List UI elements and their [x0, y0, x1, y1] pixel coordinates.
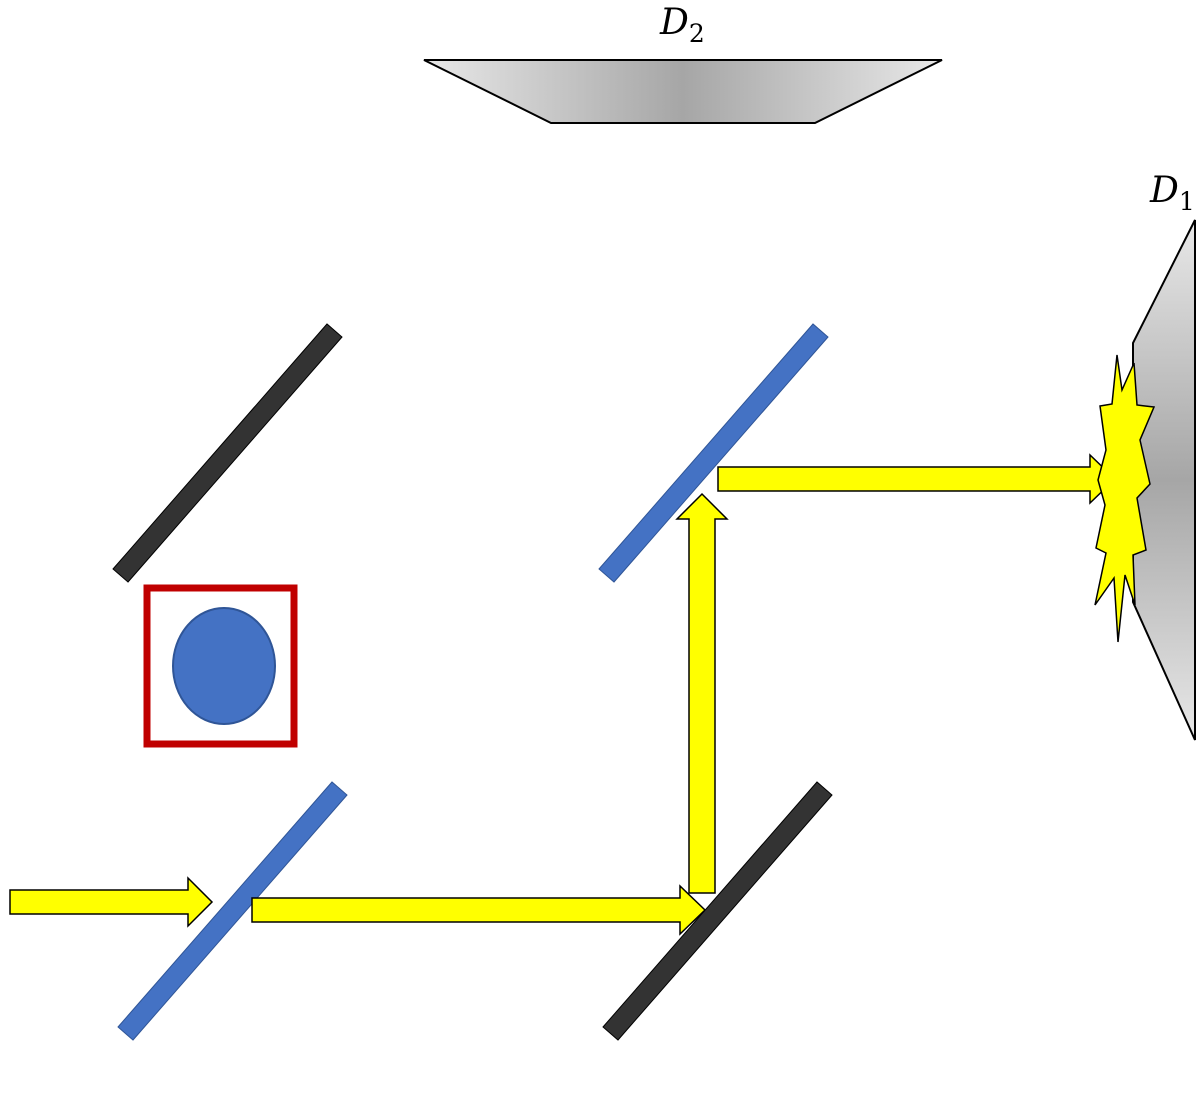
mirror-bottom-right [602, 781, 833, 1041]
beam-splitter-top-right [598, 323, 829, 583]
beam-splitter-bottom-left [117, 781, 348, 1041]
detector-d2-label: D2 [659, 2, 705, 48]
lower-beam-arrow [251, 884, 707, 936]
detector-d2-letter: D [659, 2, 689, 43]
detector-d1-subscript: 1 [1179, 187, 1195, 216]
detector-d1-label: D1 [1149, 170, 1195, 216]
output-beam-arrow [717, 453, 1117, 505]
detection-flash [1094, 354, 1156, 643]
detector-d1-letter: D [1149, 170, 1179, 211]
detector-d2-subscript: 2 [689, 19, 705, 48]
vertical-beam-arrow [675, 492, 729, 894]
detector-d1 [1132, 219, 1196, 741]
input-beam-arrow [9, 876, 214, 928]
object-box [143, 584, 298, 748]
detector-d2 [423, 59, 943, 124]
object-ball [172, 607, 276, 725]
mirror-top-left [112, 323, 343, 583]
